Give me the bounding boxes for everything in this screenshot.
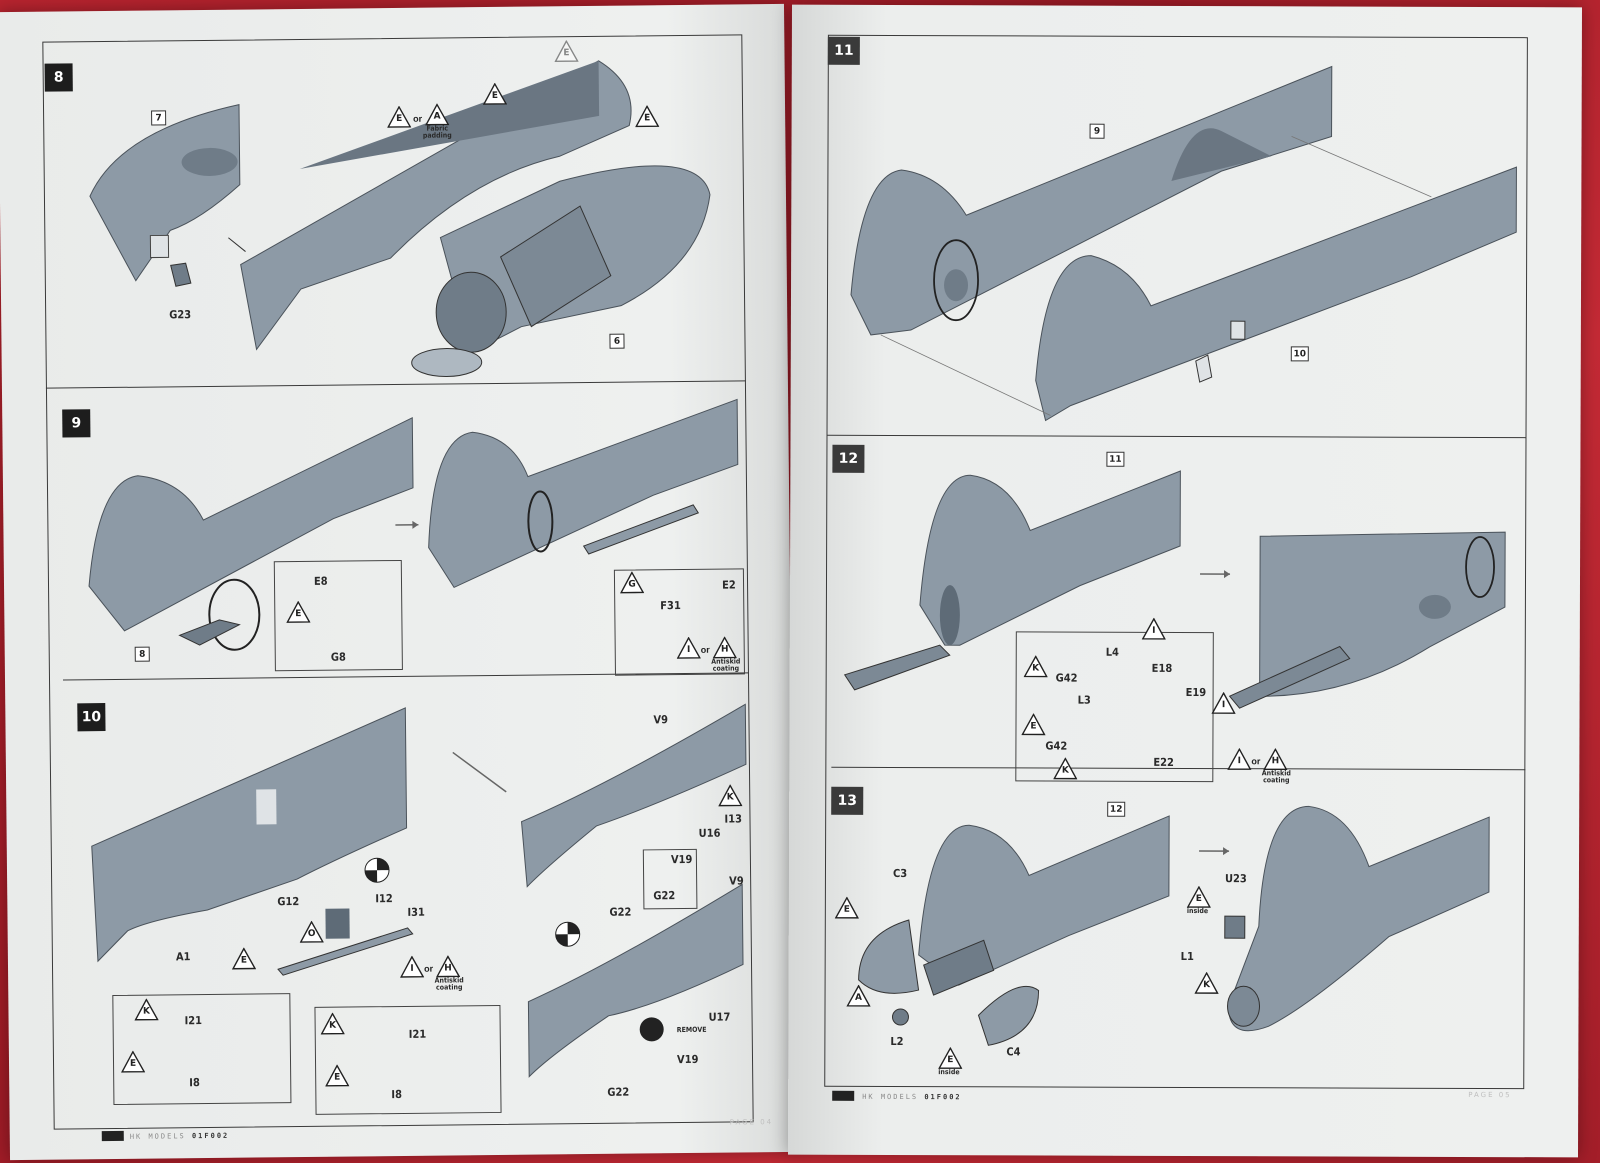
symbol-e-triangle-2: E — [482, 82, 508, 105]
step-9-drawing — [88, 398, 739, 651]
symbol-e-triangle-10a: E — [120, 1050, 146, 1073]
footer-brand-right: HK MODELS 01F002 — [862, 1092, 962, 1102]
part-l1: L1 — [1180, 949, 1194, 964]
step-8-drawing — [89, 60, 711, 377]
inside-note-2: inside — [1186, 907, 1209, 916]
symbol-h-triangle: H — [712, 636, 737, 659]
symbol-k-triangle-10a: K — [134, 998, 159, 1021]
remove-note: REMOVE — [676, 1025, 707, 1035]
part-i12: I12 — [375, 892, 393, 906]
part-g22: G22 — [653, 889, 676, 903]
part-i31: I31 — [407, 905, 425, 919]
symbol-i-triangle-10: I — [399, 955, 425, 978]
part-g22-b: G22 — [609, 905, 632, 919]
antiskid-note-10: Antiskid coating — [434, 976, 464, 992]
inside-note: inside — [938, 1068, 960, 1077]
symbol-h-triangle-10: H — [435, 955, 461, 978]
symbol-e-triangle-12: E — [1021, 713, 1046, 736]
part-a1: A1 — [175, 950, 191, 964]
symbol-e-triangle-13: E — [834, 896, 859, 919]
part-c3: C3 — [892, 866, 908, 881]
page-number: PAGE 04 — [729, 1118, 774, 1127]
symbol-e-triangle-13b: E — [938, 1047, 963, 1069]
hk-logo-right — [832, 1090, 855, 1101]
part-i8-b: I8 — [391, 1087, 403, 1102]
symbol-k-triangle-12: K — [1023, 655, 1048, 678]
part-u17: U17 — [708, 1010, 731, 1024]
symbol-i-triangle-12: I — [1141, 617, 1166, 640]
symbol-g-triangle: G — [619, 571, 645, 594]
symbol-o-triangle: O — [299, 920, 324, 943]
part-i21: I21 — [184, 1014, 203, 1028]
symbol-i-triangle-12c: I — [1227, 748, 1252, 770]
part-u23: U23 — [1224, 872, 1247, 886]
symbol-h-triangle-12: H — [1263, 748, 1288, 771]
ref-box-12: 12 — [1107, 801, 1126, 817]
step-11-drawing — [850, 65, 1517, 422]
part-v9-b: V9 — [729, 874, 744, 888]
symbol-e-triangle-3: E — [554, 40, 579, 63]
page-number-right: PAGE 05 — [1468, 1090, 1512, 1100]
symbol-e-triangle-9: E — [286, 600, 311, 623]
symbol-e-triangle-10: E — [231, 947, 257, 970]
symbol-k-triangle-10b: K — [320, 1012, 345, 1035]
symbol-k-triangle-13: K — [1194, 972, 1219, 994]
footer-brand: HK MODELS 01F002 — [129, 1131, 230, 1141]
symbol-a-triangle: A — [425, 103, 450, 126]
part-l2: L2 — [890, 1034, 904, 1049]
part-i8: I8 — [189, 1076, 200, 1090]
part-v19-b: V19 — [676, 1052, 699, 1067]
left-page: 8 7 G23 6 E or A Fabric padding E E E 9 … — [0, 3, 796, 1161]
part-i21-b: I21 — [408, 1027, 427, 1041]
symbol-e-triangle-10b: E — [325, 1064, 350, 1087]
part-u16: U16 — [698, 826, 721, 840]
step-13-drawing — [858, 805, 1490, 1046]
symbol-k-triangle-12b: K — [1053, 757, 1078, 780]
part-v19: V19 — [670, 852, 693, 867]
part-v9: V9 — [653, 713, 669, 727]
part-i13: I13 — [724, 812, 743, 826]
symbol-i-triangle: I — [676, 636, 701, 659]
hk-logo — [101, 1130, 124, 1142]
right-page: 11 9 10 12 11 I L4 E18 G42 L3 E19 K E G4… — [787, 4, 1583, 1158]
symbol-e-triangle: E — [387, 105, 412, 128]
or-text-10: or — [423, 963, 434, 974]
symbol-k-triangle: K — [718, 784, 743, 807]
step-12-drawing — [843, 470, 1506, 709]
symbol-i-triangle-12b: I — [1211, 692, 1236, 714]
symbol-e-triangle-4: E — [635, 105, 660, 128]
symbol-e-triangle-13c: E — [1186, 886, 1211, 908]
part-g22-c: G22 — [607, 1085, 630, 1099]
part-g12: G12 — [277, 895, 300, 909]
part-c4: C4 — [1006, 1045, 1021, 1059]
step-10-drawing — [91, 703, 747, 1078]
symbol-a-triangle-13: A — [846, 984, 871, 1007]
